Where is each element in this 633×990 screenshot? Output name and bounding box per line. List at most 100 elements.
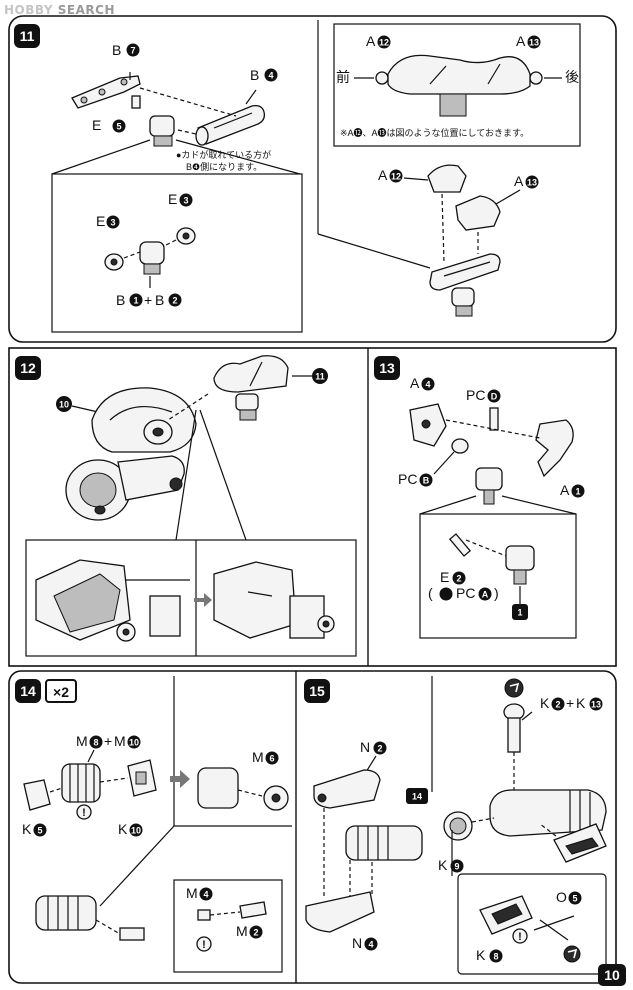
watermark-brand: HOBBY — [4, 3, 54, 17]
svg-text:1: 1 — [575, 487, 580, 497]
svg-text:3: 3 — [183, 196, 188, 206]
watermark-word: SEARCH — [57, 3, 115, 17]
part-k5 — [23, 779, 51, 811]
svg-text:4: 4 — [425, 380, 430, 390]
svg-text:13: 13 — [527, 178, 537, 188]
svg-text:1: 1 — [517, 608, 522, 618]
part-coil-assembled — [35, 895, 97, 931]
label-b1-b2: B — [116, 292, 125, 308]
part-joint-13 — [475, 467, 503, 491]
svg-text:B: B — [155, 292, 164, 308]
label-o5: O — [556, 889, 567, 905]
label-n4: N — [352, 935, 362, 951]
part-b4-assembled — [429, 253, 501, 317]
svg-text:9: 9 — [454, 862, 459, 872]
svg-text:5: 5 — [116, 122, 121, 132]
part-pcd — [489, 407, 499, 431]
svg-text:13: 13 — [529, 38, 539, 48]
page-number-badge — [598, 964, 626, 986]
label-e5: E — [92, 117, 101, 133]
caution-icon — [76, 804, 92, 820]
svg-text:5: 5 — [572, 894, 577, 904]
label-pcb: PC — [398, 471, 417, 487]
svg-text:7: 7 — [130, 46, 135, 56]
section-frame-middle — [8, 347, 617, 667]
svg-text:14: 14 — [412, 792, 422, 802]
label-e2: E — [440, 569, 449, 585]
step-12-number: 12 — [20, 360, 36, 376]
label-b7: B — [112, 42, 121, 58]
label-m2: M — [236, 923, 248, 939]
svg-text:2: 2 — [377, 744, 382, 754]
step-13-badge — [374, 356, 400, 380]
svg-text:D: D — [491, 392, 498, 402]
svg-text:3: 3 — [110, 218, 115, 228]
label-a13-top: A — [516, 33, 526, 49]
part-cylinder-14 — [197, 767, 239, 809]
step-11-badge — [14, 24, 40, 48]
part-e2 — [448, 533, 472, 557]
step-12: 12 10 11 — [15, 355, 357, 657]
label-k2-k13: K — [540, 695, 550, 711]
svg-text:!: ! — [82, 807, 86, 819]
part-pcb — [451, 438, 469, 454]
svg-text:!: ! — [202, 939, 206, 951]
step-13-number: 13 — [379, 360, 395, 376]
label-a12-top: A — [366, 33, 376, 49]
label-k9: K — [438, 857, 448, 873]
label-a4: A — [410, 375, 420, 391]
step-11: 11 B 7 B 4 E 5 ●カドが取れている方が B❹側になります。 — [14, 20, 581, 333]
svg-text:+: + — [144, 292, 152, 308]
part-step11-assembly — [213, 355, 289, 421]
part-b7-frame — [71, 75, 141, 109]
svg-text:1: 1 — [133, 296, 138, 306]
watermark: HOBBY SEARCH — [4, 3, 115, 17]
part-n2 — [313, 769, 381, 809]
ref-11-badge — [312, 368, 328, 384]
label-k10: K — [118, 821, 128, 837]
svg-text:11: 11 — [315, 372, 325, 382]
svg-text:8: 8 — [493, 952, 498, 962]
part-step14-assembly — [345, 825, 423, 861]
svg-text:10: 10 — [131, 826, 141, 836]
part-a1 — [535, 419, 574, 478]
label-rear: 後 — [565, 69, 579, 85]
label-pcd: PC — [466, 387, 485, 403]
rotate-icon — [504, 678, 524, 698]
svg-text:6: 6 — [269, 754, 274, 764]
ref-14-badge — [406, 788, 428, 804]
label-k8: K — [476, 947, 486, 963]
label-e3-right: E — [168, 191, 177, 207]
part-n4 — [305, 891, 375, 933]
svg-text:2: 2 — [456, 574, 461, 584]
svg-text:12: 12 — [391, 172, 401, 182]
part-pin-14 — [119, 927, 145, 941]
svg-text:5: 5 — [37, 826, 42, 836]
note-corner: ●カドが取れている方が — [176, 149, 271, 160]
part-a13 — [455, 195, 501, 231]
label-m8-m10: M — [76, 733, 88, 749]
svg-text:A: A — [482, 590, 489, 600]
label-a12: A — [378, 167, 388, 183]
part-joint-assembled — [149, 115, 175, 147]
svg-text:M: M — [114, 733, 126, 749]
step-11-number: 11 — [20, 28, 35, 44]
step-15-badge — [304, 679, 330, 703]
svg-text:4: 4 — [268, 71, 273, 81]
step-11-position-box — [333, 23, 581, 147]
step-14-inset — [173, 879, 283, 973]
step-15: 15 N 2 14 N 4 K 2 + K 13 — [304, 676, 607, 975]
svg-text:2: 2 — [172, 296, 177, 306]
svg-text:×2: ×2 — [53, 684, 69, 700]
svg-text:): ) — [494, 585, 499, 601]
part-k2-k13-stem — [507, 717, 521, 753]
svg-text:4: 4 — [203, 890, 208, 900]
note-position: ※A⓬、A⓭は図のような位置にしておきます。 — [340, 127, 529, 138]
svg-text:B: B — [423, 476, 430, 486]
svg-text:+: + — [104, 733, 112, 749]
step-12-inset — [25, 539, 357, 657]
step-14: 14 ×2 M 8 + M 10 ! K 5 K 10 M 6 — [15, 676, 292, 973]
svg-text:13: 13 — [591, 700, 601, 710]
ref-10-badge — [56, 396, 72, 412]
